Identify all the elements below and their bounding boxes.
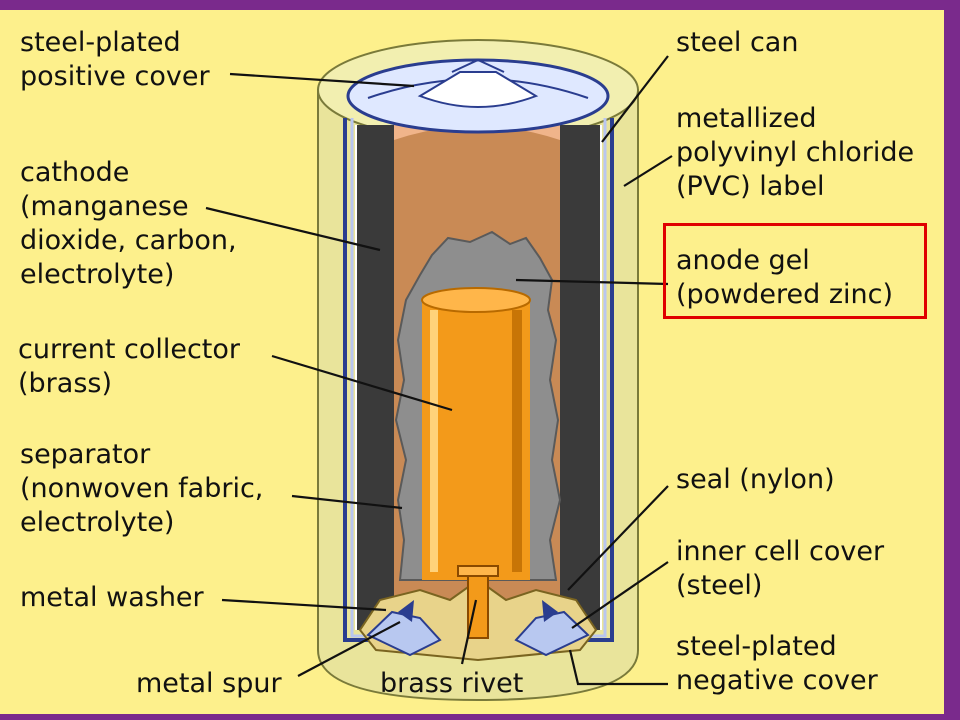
frame-right-bar <box>944 0 960 720</box>
label-steel-plated-positive-cover: steel-plated positive cover <box>20 27 210 92</box>
leader-seal <box>567 485 669 591</box>
label-brass-rivet: brass rivet <box>380 668 524 699</box>
bottom-seal-assembly <box>358 565 598 662</box>
label-current-collector: current collector (brass) <box>18 334 241 399</box>
leader-metal-spur <box>297 621 401 677</box>
label-pvc-label: metallized polyvinyl chloride (PVC) labe… <box>676 103 915 202</box>
label-metal-washer: metal washer <box>20 582 204 613</box>
can-inner-edges <box>355 125 602 630</box>
label-anode-gel: anode gel (powdered zinc) <box>676 245 894 310</box>
leader-positive-cover <box>229 72 415 88</box>
leader-pvc-label <box>623 155 673 187</box>
positive-cover <box>346 58 610 134</box>
label-steel-plated-negative-cover: steel-plated negative cover <box>676 631 878 696</box>
label-steel-can: steel can <box>676 27 799 58</box>
leader-steel-can <box>601 55 669 143</box>
label-inner-cell-cover: inner cell cover (steel) <box>676 536 885 601</box>
label-metal-spur: metal spur <box>136 668 282 699</box>
current-collector-rod <box>421 287 531 580</box>
leader-separator <box>291 494 403 510</box>
leader-anode-gel <box>515 278 669 286</box>
leader-brass-rivet <box>460 599 478 665</box>
leader-cathode <box>205 206 381 252</box>
leader-negative-cover <box>568 649 668 686</box>
highlight-box <box>663 223 927 319</box>
leader-lines <box>205 55 673 686</box>
frame-top-bar <box>0 0 960 10</box>
label-cathode: cathode (manganese dioxide, carbon, elec… <box>20 157 237 290</box>
leader-inner-cell-cover <box>571 561 669 629</box>
leader-metal-washer <box>221 598 387 612</box>
leader-current-collector <box>271 354 453 412</box>
label-separator: separator (nonwoven fabric, electrolyte) <box>20 439 264 538</box>
label-seal: seal (nylon) <box>676 464 835 495</box>
